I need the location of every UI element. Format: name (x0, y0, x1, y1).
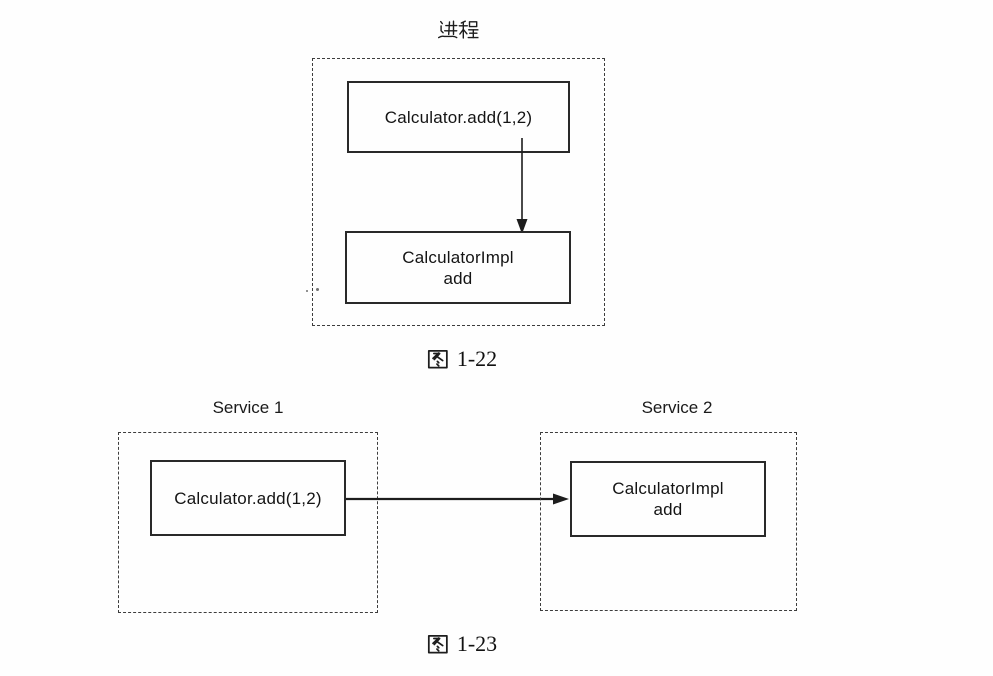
scan-artifact-dot (306, 290, 308, 292)
service2-callee-line2: add (653, 500, 683, 519)
figure-1-23-caption: 1-23 图 1-23 (427, 631, 497, 657)
figure-caption-number: 1-22 (456, 346, 498, 371)
service2-callee-line1: CalculatorImpl (612, 479, 724, 498)
figure-1-22-caption: 1-22 图 1-22 (427, 346, 497, 372)
service2-callee-box: CalculatorImpl add (570, 461, 766, 537)
caller-box: Calculator.add(1,2) (347, 81, 570, 153)
service1-title: Service 1 (212, 398, 284, 417)
arrow-right-icon (346, 493, 569, 505)
cjk-glyph-tu-icon (427, 349, 448, 369)
callee-box: CalculatorImpl add (345, 231, 571, 304)
arrow-down-icon (516, 138, 528, 234)
service2-callee-box-label: CalculatorImpl add (612, 478, 723, 520)
caller-box-label: Calculator.add(1,2) (384, 107, 533, 127)
callee-box-line2: add (443, 268, 473, 288)
process-title: 进程 (438, 20, 479, 40)
callee-box-label: CalculatorImpl add (402, 247, 513, 289)
cjk-glyph-jin-icon (438, 20, 458, 39)
service2-boundary-box (540, 432, 797, 611)
service1-caller-box: Calculator.add(1,2) (150, 460, 346, 536)
cjk-glyph-cheng-icon (458, 20, 479, 39)
process-boundary-box (312, 58, 605, 326)
service1-caller-box-label: Calculator.add(1,2) (174, 488, 322, 508)
service1-boundary-box (118, 432, 378, 613)
scan-artifact-dot (316, 288, 319, 291)
figure-caption-number: 1-23 (456, 631, 498, 656)
cjk-glyph-tu-icon (427, 634, 448, 654)
service2-title: Service 2 (641, 398, 713, 417)
callee-box-line1: CalculatorImpl (402, 247, 514, 267)
